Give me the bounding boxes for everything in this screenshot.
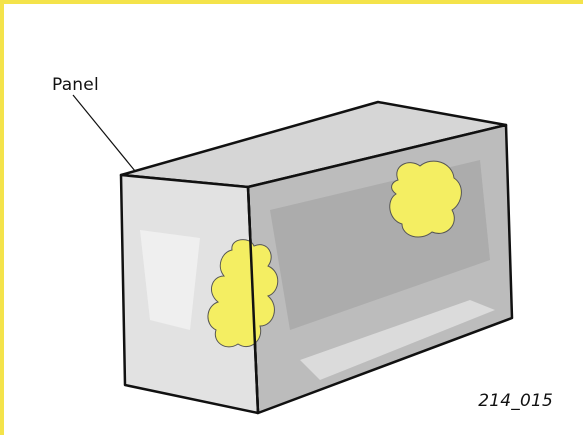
highlight-streak [300, 300, 495, 380]
block-corner-edge [246, 186, 260, 414]
panel-label: Panel [52, 75, 99, 95]
frame-top-border [0, 0, 583, 4]
yellow-blob-upper [389, 160, 462, 238]
panel-highlight [140, 230, 200, 330]
figure-id: 214_015 [478, 391, 553, 411]
frame-left-border [0, 0, 4, 435]
